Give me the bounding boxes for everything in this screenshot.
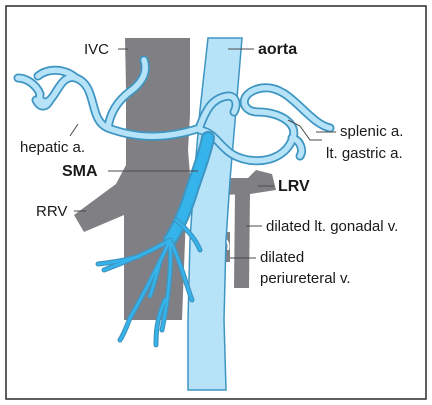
label-rrv: RRV [36,203,67,220]
label-periureteral-line2: periureteral v. [260,270,351,287]
label-lrv: LRV [278,178,310,195]
dilated-gonadal-vein [234,192,250,288]
label-splenic-artery: splenic a. [340,123,403,140]
label-aorta: aorta [258,41,297,58]
label-periureteral-line1: dilated [260,249,304,266]
label-left-gastric-artery: lt. gastric a. [326,145,403,162]
label-hepatic-artery: hepatic a. [20,139,85,156]
label-sma: SMA [62,163,98,180]
label-gonadal-vein: dilated lt. gonadal v. [266,218,398,235]
label-ivc: IVC [84,41,109,58]
